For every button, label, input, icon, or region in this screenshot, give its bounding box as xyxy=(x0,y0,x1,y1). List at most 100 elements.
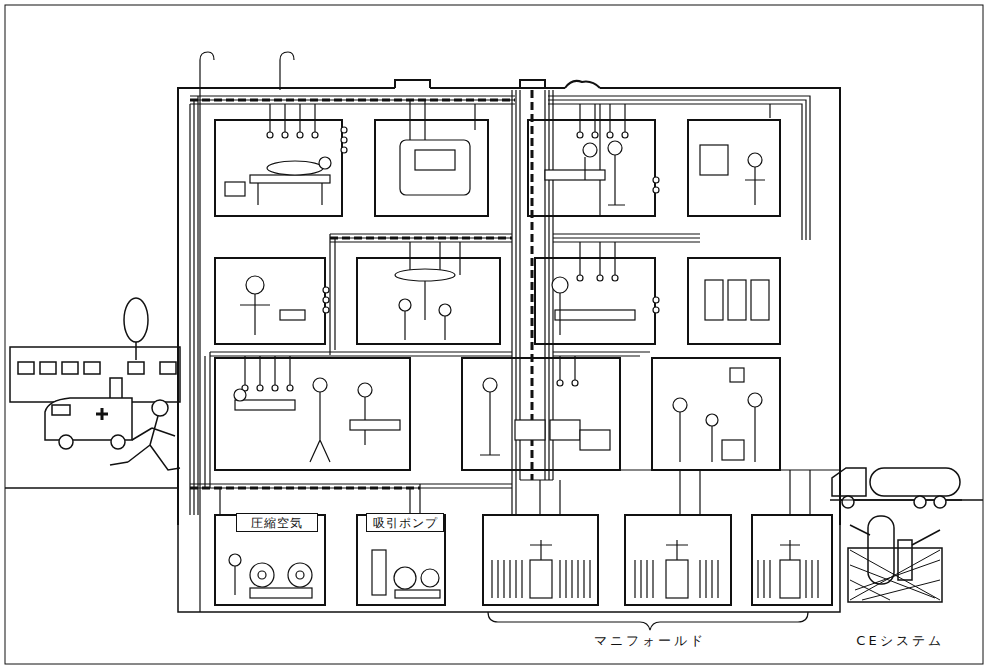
illustration-shape xyxy=(492,560,590,598)
illustration-shape xyxy=(653,177,659,183)
illustration-shape xyxy=(583,143,597,157)
illustration-shape xyxy=(745,167,765,205)
illustration-shape xyxy=(512,90,553,515)
illustration-shape xyxy=(225,182,245,196)
illustration-shape xyxy=(399,299,411,311)
gas-pipes xyxy=(190,90,860,515)
illustration-shape xyxy=(752,515,832,605)
illustration-shape xyxy=(607,132,613,138)
illustration-shape xyxy=(234,566,235,595)
illustration-shape xyxy=(666,560,688,598)
illustration-shape xyxy=(722,440,744,460)
illustration-shape xyxy=(653,297,659,303)
illustration-shape xyxy=(748,153,762,167)
illustration-shape xyxy=(439,304,451,316)
illustration-shape xyxy=(552,277,568,293)
illustration-shape xyxy=(462,358,620,470)
illustration-shape xyxy=(358,383,372,397)
illustration-shape xyxy=(246,276,264,294)
illustration-shape xyxy=(530,560,552,598)
illustration-shape xyxy=(5,487,178,489)
illustration-shape xyxy=(190,96,810,240)
illustration-shape xyxy=(653,307,659,313)
illustration-shape xyxy=(758,560,818,598)
illustration-shape xyxy=(59,435,73,449)
illustration-shape xyxy=(267,161,323,175)
illustration-shape xyxy=(52,405,70,415)
illustration-shape xyxy=(272,385,278,391)
illustration-shape xyxy=(395,590,440,598)
illustration-shape xyxy=(258,183,322,205)
illustration-shape xyxy=(394,567,416,589)
illustration-shape xyxy=(597,275,603,281)
illustration-shape xyxy=(577,132,583,138)
illustration-shape xyxy=(341,147,347,153)
equipment-label-box: 吸引ポンプ xyxy=(366,513,444,532)
room-figures xyxy=(225,140,769,462)
illustration-shape xyxy=(319,157,331,169)
illustration-shape xyxy=(250,588,312,598)
illustration-shape xyxy=(751,280,769,320)
illustration-shape xyxy=(572,380,578,386)
illustration-shape xyxy=(178,88,840,525)
illustration-shape xyxy=(706,414,718,426)
illustration-shape xyxy=(341,137,347,143)
illustration-shape xyxy=(728,280,746,320)
illustration-shape xyxy=(483,378,497,392)
illustration-shape xyxy=(313,378,327,392)
illustration-shape xyxy=(934,496,946,508)
illustration-shape xyxy=(415,150,455,170)
illustration-shape xyxy=(850,550,940,600)
illustration-shape xyxy=(200,52,214,612)
illustration-shape xyxy=(215,358,410,470)
illustration-shape xyxy=(372,550,386,595)
illustration-shape xyxy=(730,368,744,382)
illustration-shape xyxy=(577,275,583,281)
illustration-shape xyxy=(124,298,148,342)
illustration-shape xyxy=(488,612,808,630)
basement-equipment xyxy=(229,540,818,598)
illustration-shape xyxy=(475,104,770,215)
illustration-shape xyxy=(245,356,575,385)
illustration-shape xyxy=(330,237,512,240)
illustration-shape xyxy=(312,132,318,138)
illustration-shape xyxy=(350,420,400,430)
illustration-shape xyxy=(555,310,635,320)
illustration-shape xyxy=(190,487,420,490)
illustration-shape xyxy=(914,496,926,508)
illustration-shape xyxy=(850,525,940,545)
illustration-shape xyxy=(323,297,329,303)
illustration-shape xyxy=(234,389,246,401)
illustration-shape xyxy=(780,540,800,560)
illustration-shape xyxy=(323,307,329,313)
illustration-shape xyxy=(612,275,618,281)
illustration-shape xyxy=(688,258,780,344)
illustration-shape xyxy=(705,280,723,320)
illustration-shape xyxy=(267,132,273,138)
illustration-shape xyxy=(688,120,780,216)
illustration-shape xyxy=(40,362,56,374)
illustration-shape xyxy=(220,484,420,515)
illustration-shape xyxy=(870,468,960,496)
illustration-shape xyxy=(625,515,731,605)
illustration-shape xyxy=(653,187,659,193)
illustration-shape xyxy=(18,362,34,374)
illustration-shape xyxy=(5,5,983,664)
illustration-shape xyxy=(288,563,312,587)
room-boxes xyxy=(215,120,832,605)
illustration-shape xyxy=(395,269,455,281)
illustration-shape xyxy=(410,100,425,145)
illustration-shape xyxy=(700,145,728,175)
illustration-shape xyxy=(550,420,580,440)
illustration-shape xyxy=(585,155,625,205)
illustration-shape xyxy=(215,120,342,216)
illustration-shape xyxy=(528,120,655,216)
illustration-shape xyxy=(128,362,144,374)
illustration-shape xyxy=(673,398,687,412)
illustration-shape xyxy=(842,496,854,508)
hospital-building xyxy=(178,52,840,612)
illustration-shape xyxy=(270,104,625,132)
illustration-shape xyxy=(190,480,553,488)
